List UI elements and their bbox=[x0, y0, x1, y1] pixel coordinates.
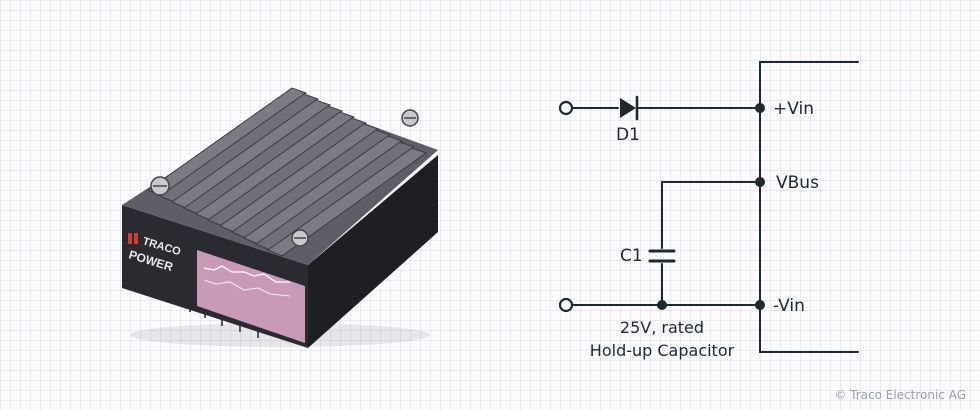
label-pin-vin-plus: +Vin bbox=[773, 99, 814, 119]
label-capacitor: C1 bbox=[620, 246, 643, 266]
copyright-notice: © Traco Electronic AG bbox=[834, 388, 966, 402]
node-vbus bbox=[755, 177, 765, 187]
heatsink-fins bbox=[146, 87, 428, 257]
module-side-face bbox=[308, 155, 438, 348]
diode-d1-icon bbox=[620, 98, 636, 118]
module-outline bbox=[759, 61, 859, 353]
node-capacitor-ground bbox=[657, 300, 667, 310]
mounting-screws bbox=[150, 109, 419, 247]
module-label-panel bbox=[197, 250, 305, 343]
label-pin-vin-minus: -Vin bbox=[773, 296, 805, 316]
schematic: D1 C1 +Vin VBus -Vin 25V, rated Hold-up … bbox=[558, 61, 859, 360]
label-diode: D1 bbox=[616, 125, 640, 145]
brand-mark-icon bbox=[128, 233, 132, 244]
input-terminal-minus bbox=[558, 297, 574, 313]
note-line1: 25V, rated bbox=[620, 318, 704, 337]
label-pin-vbus: VBus bbox=[776, 173, 819, 193]
node-vin-minus bbox=[755, 300, 765, 310]
note-line2: Hold-up Capacitor bbox=[590, 341, 735, 360]
node-vin-plus bbox=[755, 103, 765, 113]
dc-dc-converter-module: TRACO POWER bbox=[122, 87, 438, 348]
input-terminal-plus bbox=[558, 100, 574, 116]
label-waveform bbox=[203, 265, 290, 283]
